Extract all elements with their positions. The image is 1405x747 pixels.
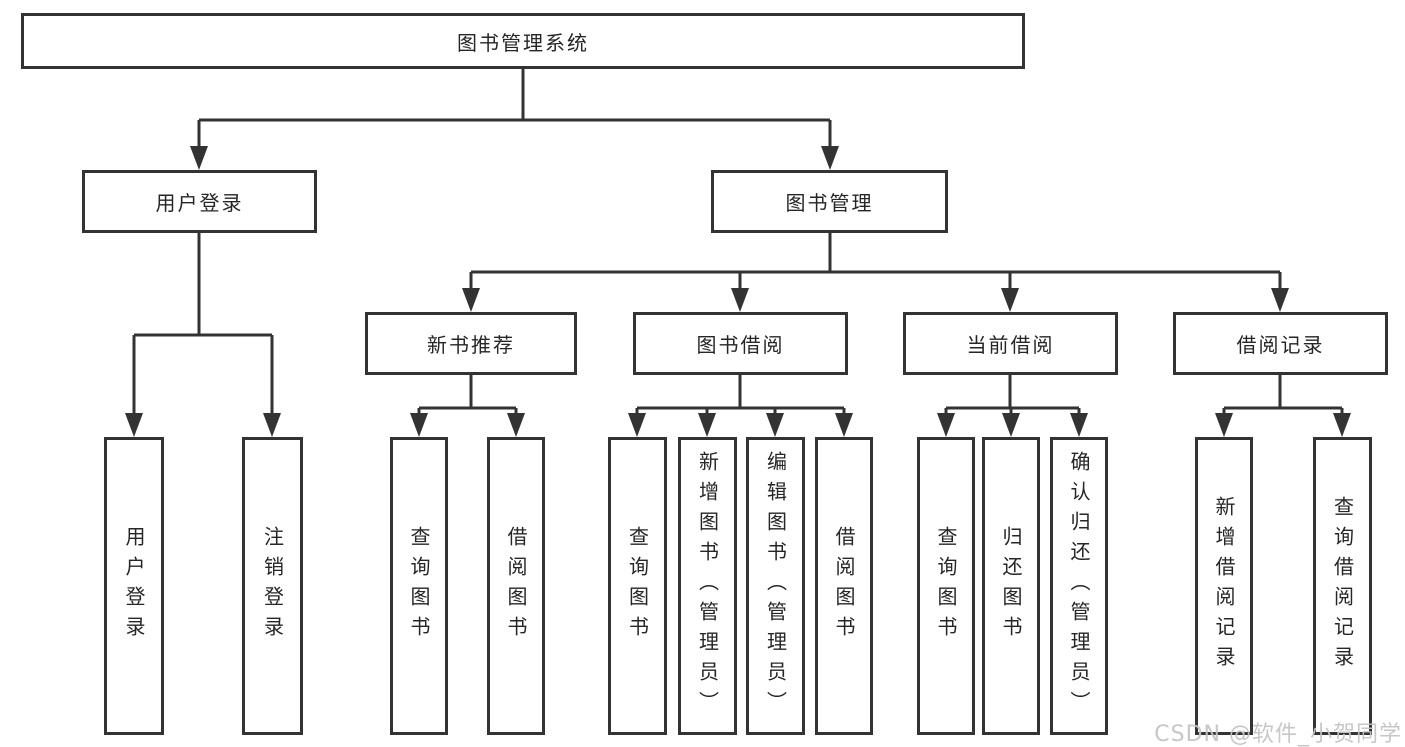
leaf-add-borrow-record: 新增借阅记录 bbox=[1195, 437, 1253, 735]
leaf-label: 借阅图书 bbox=[504, 526, 528, 646]
leaf-logout: 注销登录 bbox=[242, 437, 303, 735]
node-label: 借阅记录 bbox=[1236, 333, 1325, 357]
leaf-user-login: 用户登录 bbox=[104, 437, 164, 735]
leaf-query-books-current: 查询图书 bbox=[917, 437, 975, 735]
leaf-label: 新增图书（管理员） bbox=[695, 451, 720, 721]
node-new-book-recommend: 新书推荐 bbox=[365, 312, 577, 375]
leaf-label: 查询图书 bbox=[934, 526, 958, 646]
leaf-label: 注销登录 bbox=[260, 526, 285, 646]
leaf-add-books-admin: 新增图书（管理员） bbox=[678, 437, 737, 735]
leaf-edit-books-admin: 编辑图书（管理员） bbox=[746, 437, 805, 735]
leaf-label: 用户登录 bbox=[122, 526, 146, 646]
arrowheads bbox=[125, 146, 1351, 437]
node-label: 当前借阅 bbox=[966, 333, 1055, 357]
node-root: 图书管理系统 bbox=[21, 13, 1025, 69]
node-borrowing-records: 借阅记录 bbox=[1173, 312, 1388, 375]
node-book-borrowing: 图书借阅 bbox=[633, 312, 848, 375]
leaf-label: 归还图书 bbox=[999, 526, 1023, 646]
csdn-watermark: CSDN @软件_小贺同学 bbox=[1154, 722, 1402, 747]
leaf-query-books-recommend: 查询图书 bbox=[390, 437, 448, 735]
leaf-borrow-books: 借阅图书 bbox=[815, 437, 873, 735]
node-label: 图书管理 bbox=[785, 191, 874, 215]
leaf-label: 新增借阅记录 bbox=[1212, 496, 1236, 676]
node-current-borrowing: 当前借阅 bbox=[903, 312, 1118, 375]
leaf-label: 借阅图书 bbox=[832, 526, 856, 646]
leaf-confirm-return-admin: 确认归还（管理员） bbox=[1050, 437, 1108, 735]
leaf-query-borrow-record: 查询借阅记录 bbox=[1313, 437, 1372, 735]
node-book-management: 图书管理 bbox=[711, 170, 948, 233]
tree-edges bbox=[132, 69, 1344, 417]
leaf-label: 编辑图书（管理员） bbox=[763, 451, 788, 721]
leaf-query-books-borrowing: 查询图书 bbox=[608, 437, 667, 735]
leaf-label: 查询图书 bbox=[407, 526, 431, 646]
node-label: 用户登录 bbox=[155, 191, 244, 215]
node-label: 图书借阅 bbox=[696, 333, 785, 357]
node-user-login: 用户登录 bbox=[82, 170, 317, 233]
leaf-label: 查询借阅记录 bbox=[1330, 496, 1355, 676]
leaf-label: 确认归还（管理员） bbox=[1067, 451, 1091, 721]
leaf-return-books: 归还图书 bbox=[982, 437, 1040, 735]
node-label: 新书推荐 bbox=[427, 333, 515, 357]
node-label: 图书管理系统 bbox=[457, 30, 589, 55]
leaf-borrow-books-recommend: 借阅图书 bbox=[487, 437, 545, 735]
leaf-label: 查询图书 bbox=[625, 526, 650, 646]
